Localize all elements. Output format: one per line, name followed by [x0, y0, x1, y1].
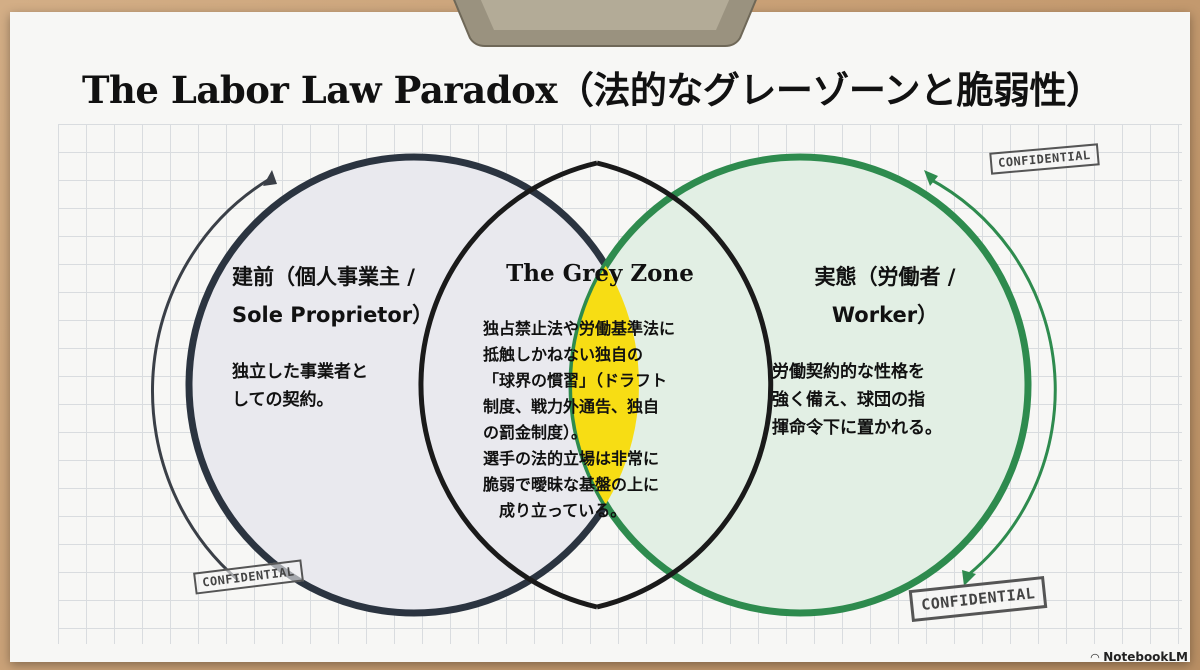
grey-zone-description: 独占禁止法や労働基準法に 抵触しかねない独自の 「球界の慣習」（ドラフト 制度、…: [483, 316, 723, 524]
left-arrowhead-icon: [263, 170, 277, 186]
notebooklm-logo-icon: ◠: [1090, 650, 1100, 664]
grey-body-line-6: 選手の法的立場は非常に: [483, 449, 660, 468]
grey-body-line-1: 独占禁止法や労働基準法に: [483, 319, 676, 338]
right-arrowhead-icon-top: [924, 170, 938, 186]
left-heading-line-1: 建前（個人事業主 /: [232, 265, 415, 289]
left-body-line-1: 独立した事業者と: [232, 362, 368, 382]
left-circle-description: 独立した事業者と しての契約。: [232, 358, 432, 414]
right-heading-line-1: 実態（労働者 /: [814, 265, 956, 289]
right-circle-inner-arc: [418, 160, 598, 610]
grey-body-line-7: 脆弱で曖昧な基盤の上に: [483, 475, 660, 494]
right-body-line-1: 労働契約的な性格を: [772, 362, 925, 382]
right-circle-description: 労働契約的な性格を 強く備え、球団の指 揮命令下に置かれる。: [772, 358, 972, 442]
left-cycle-arrow: [150, 178, 269, 582]
right-arrowhead-icon-bottom: [962, 570, 976, 586]
right-body-line-2: 強く備え、球団の指: [772, 390, 925, 410]
right-cycle-arrow: [927, 176, 1057, 577]
grey-zone-heading: The Grey Zone: [506, 260, 694, 287]
right-circle-heading: 実態（労働者 / Worker）: [775, 258, 995, 334]
left-circle-heading: 建前（個人事業主 / Sole Proprietor）: [232, 258, 492, 334]
right-body-line-3: 揮命令下に置かれる。: [772, 418, 942, 438]
left-circle-inner-arc: [596, 160, 774, 610]
page-title: The Labor Law Paradox（法的なグレーゾーンと脆弱性）: [82, 68, 1103, 112]
clipboard-clip-icon: [453, 0, 757, 47]
grey-body-line-2: 抵触しかねない独自の: [483, 345, 644, 364]
grey-body-line-4: 制度、戦力外通告、独自: [483, 397, 660, 416]
left-heading-line-2: Sole Proprietor）: [232, 303, 434, 327]
right-heading-line-2: Worker）: [831, 303, 939, 327]
logo-text: NotebookLM: [1103, 650, 1188, 664]
notebooklm-logo: ◠ NotebookLM: [1091, 650, 1188, 664]
grey-body-line-8: 成り立っている。: [483, 501, 627, 520]
grey-body-line-5: の罰金制度）。: [483, 423, 588, 442]
left-body-line-2: しての契約。: [232, 390, 334, 410]
grey-body-line-3: 「球界の慣習」（ドラフト: [483, 371, 668, 390]
